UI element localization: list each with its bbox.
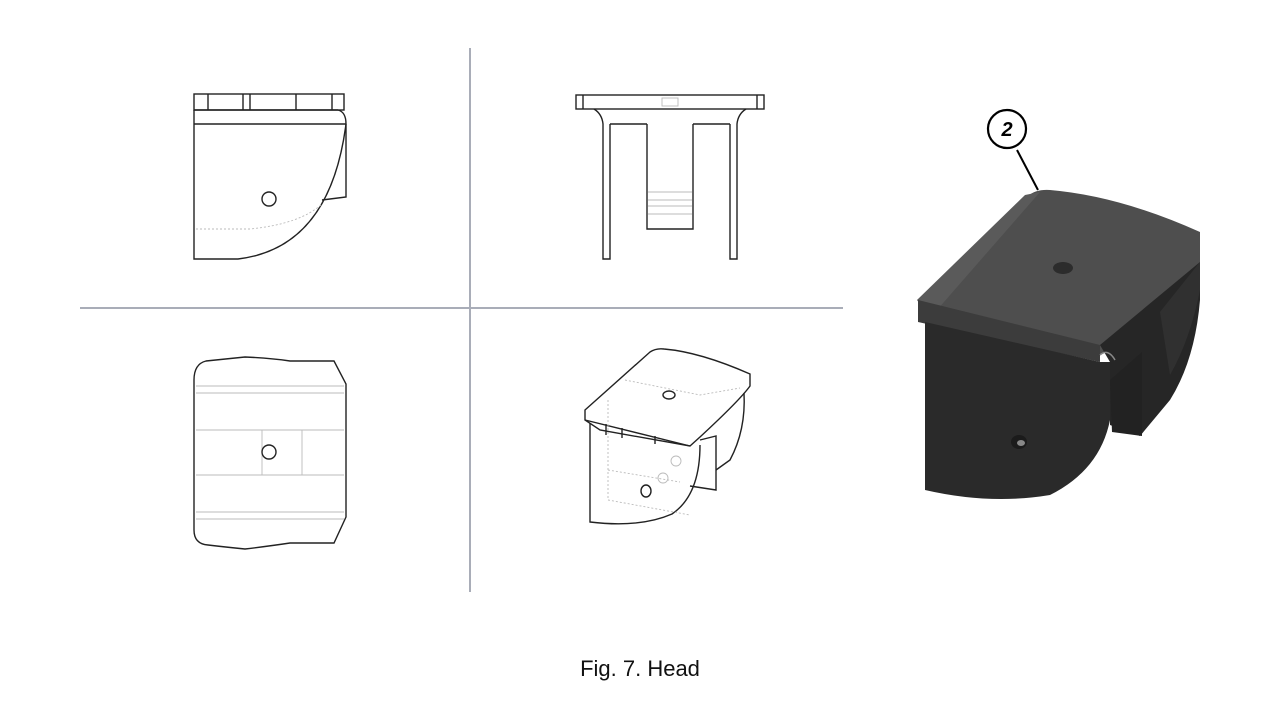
- callout-number: 2: [1000, 119, 1012, 141]
- callout-2: 2: [986, 108, 1039, 191]
- side-view: [193, 93, 347, 260]
- rendered-view: [917, 189, 1200, 499]
- front-view: [575, 94, 765, 260]
- top-view: [193, 356, 347, 550]
- figure-caption: Fig. 7. Head: [580, 656, 700, 681]
- isometric-line-view: [584, 348, 751, 525]
